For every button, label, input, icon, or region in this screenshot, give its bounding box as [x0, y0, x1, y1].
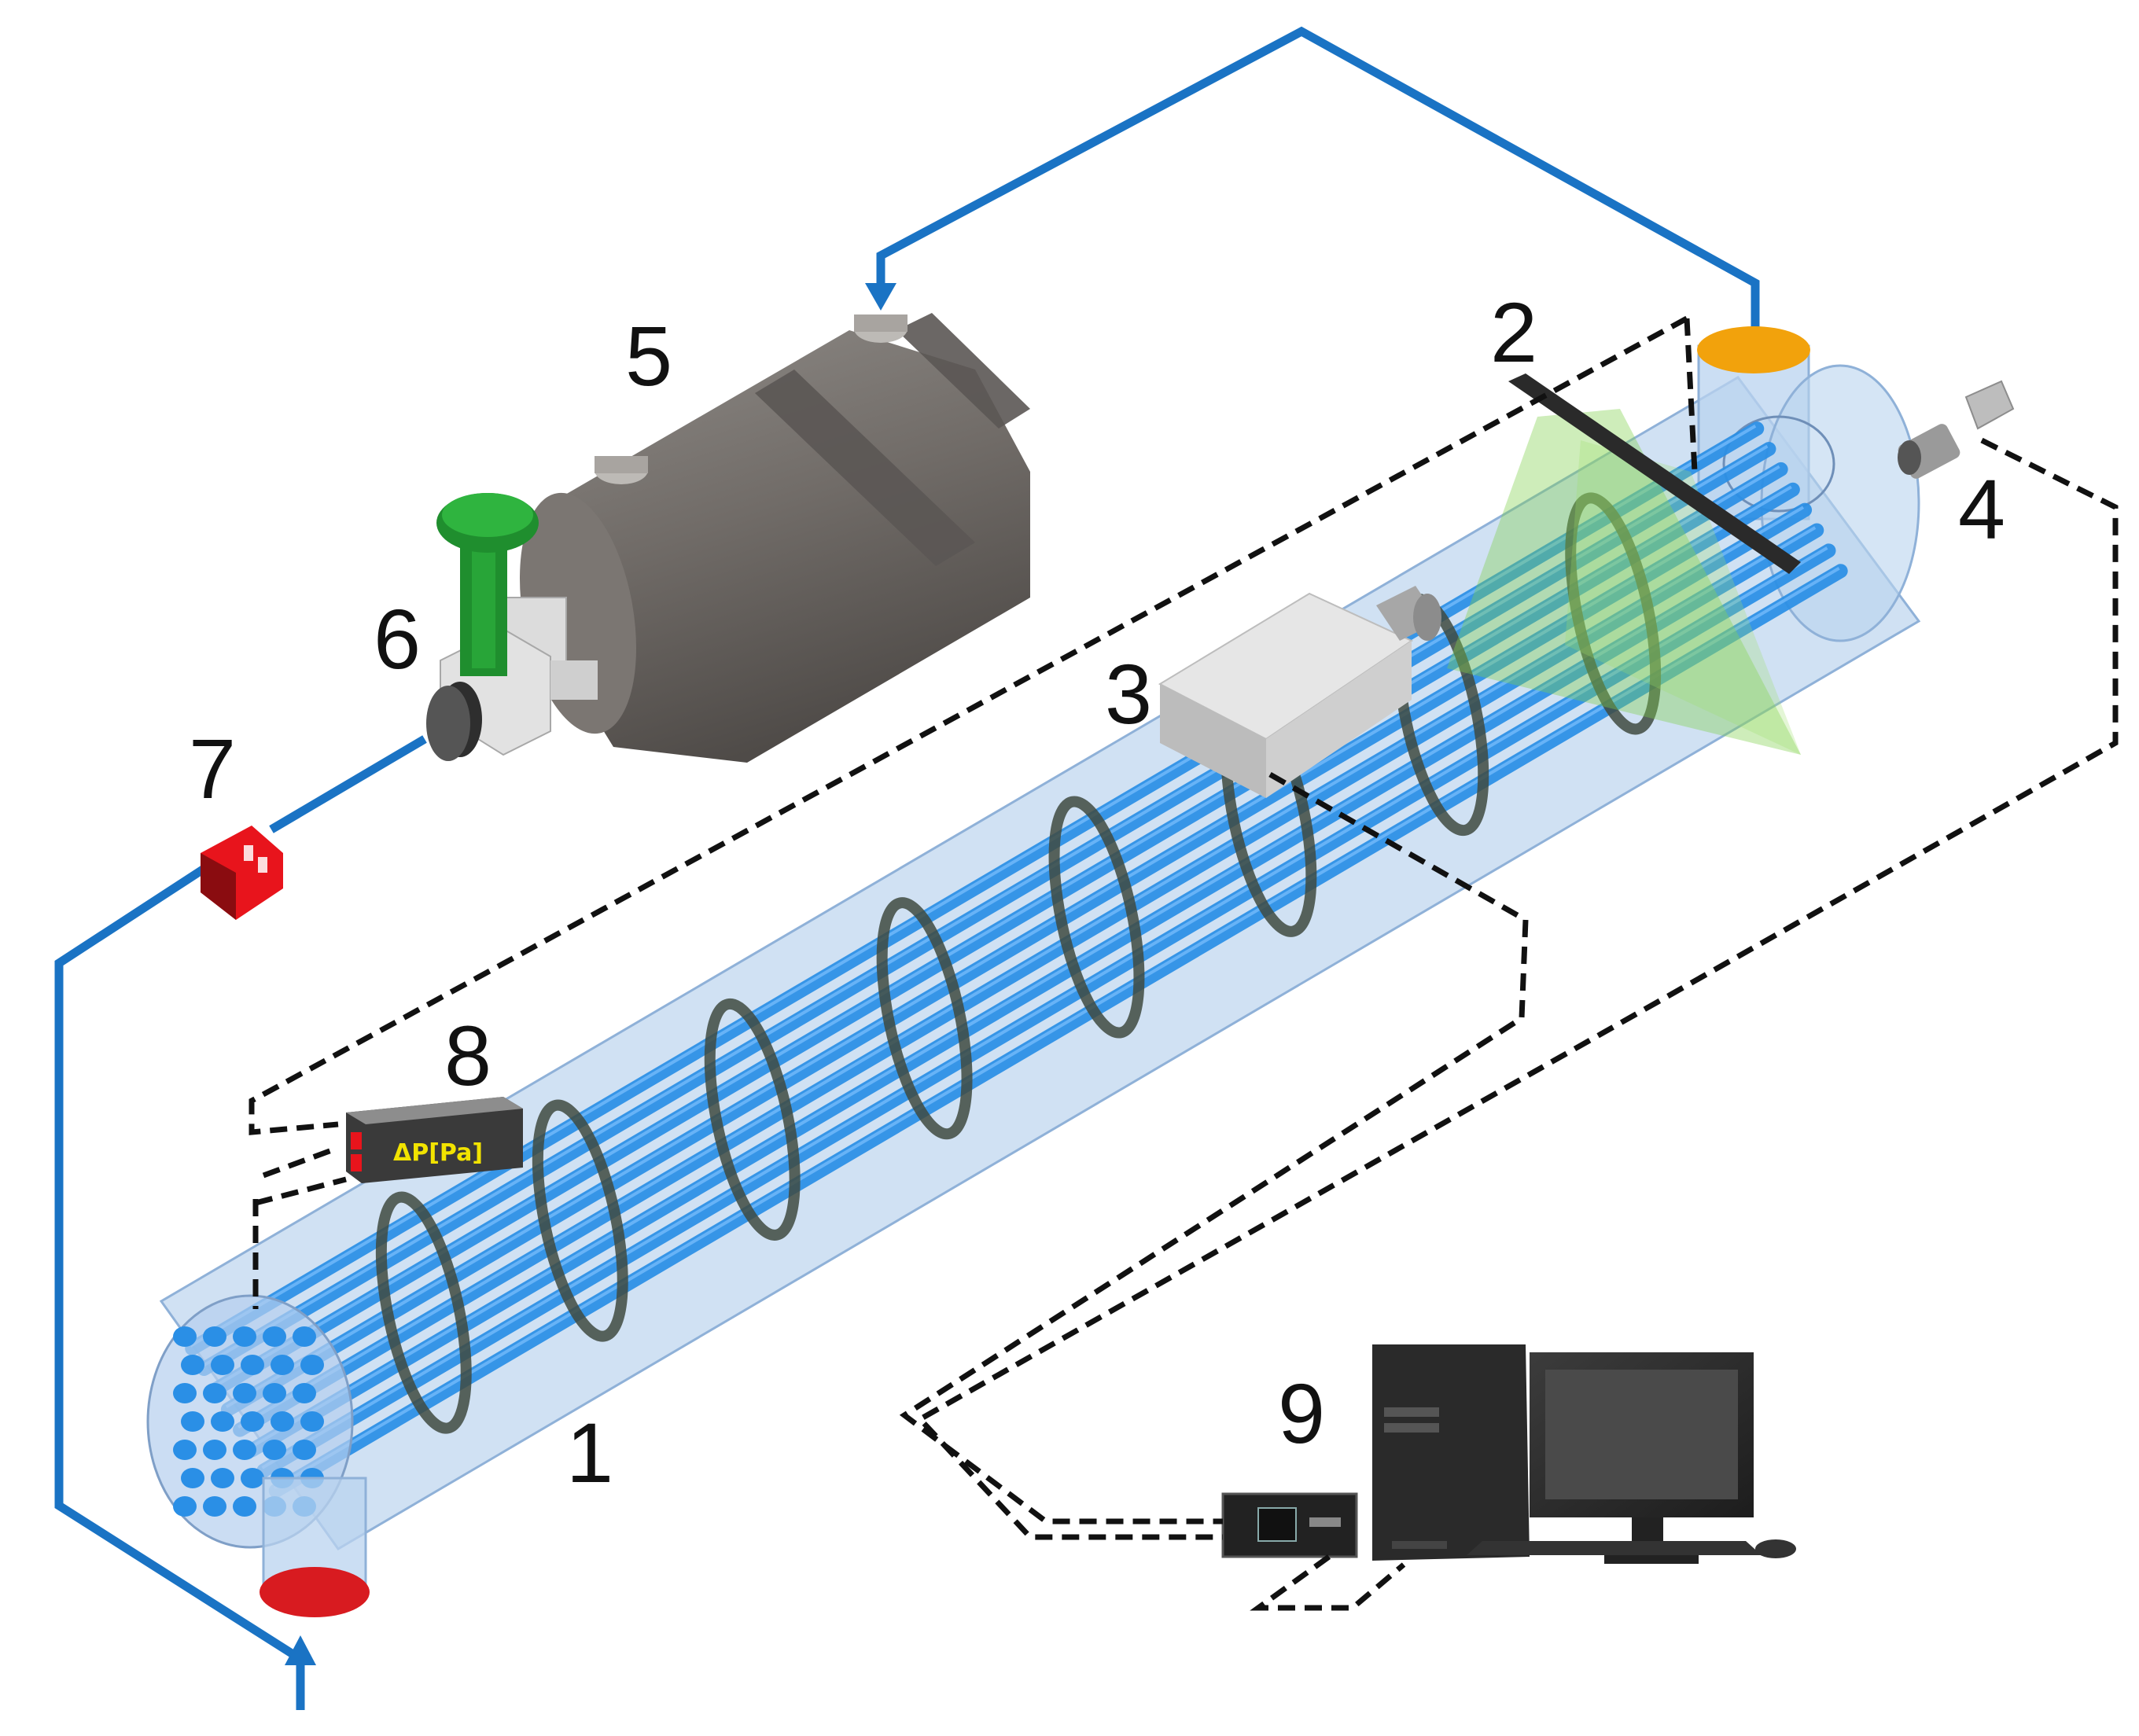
- tube: [197, 442, 1776, 1377]
- tube-end: [241, 1468, 264, 1488]
- high-speed-camera: [1158, 586, 1441, 798]
- tube-end: [271, 1411, 294, 1432]
- tube-end: [203, 1440, 226, 1460]
- tube-end: [241, 1355, 264, 1375]
- baffle: [375, 1191, 472, 1434]
- computer-tower: [1372, 1344, 1530, 1561]
- tube-end: [300, 1355, 324, 1375]
- tube-end: [233, 1496, 256, 1517]
- tube-end: [263, 1326, 286, 1347]
- label-3: 3: [1105, 646, 1152, 741]
- inlet-cap: [260, 1567, 370, 1617]
- baffle: [704, 998, 801, 1241]
- tube-end: [211, 1355, 234, 1375]
- label-9: 9: [1278, 1366, 1325, 1461]
- mouse: [1755, 1539, 1796, 1558]
- data-acquisition-system: [1221, 1344, 1796, 1564]
- tube: [220, 482, 1800, 1417]
- baffle: [1565, 492, 1662, 735]
- baffle: [532, 1099, 628, 1342]
- storage-tank: [519, 313, 1030, 763]
- tube-end: [173, 1326, 197, 1347]
- tube-end: [293, 1326, 316, 1347]
- laser-optic-plate: [1508, 373, 1801, 574]
- tank-inlet-arrow-icon: [865, 283, 896, 311]
- tube-end: [181, 1468, 204, 1488]
- tube-end: [203, 1383, 226, 1403]
- flow-meter: [201, 826, 283, 920]
- heat-exchanger: [146, 326, 1921, 1617]
- pressure-sensor: ΔP[Pa]: [346, 1097, 523, 1183]
- tube-highlight: [213, 465, 1780, 1388]
- tube-highlight: [261, 546, 1828, 1469]
- tube-end: [233, 1440, 256, 1460]
- tube-end: [181, 1355, 204, 1375]
- tube: [233, 502, 1813, 1437]
- camera-4: [1898, 380, 2015, 479]
- label-2: 2: [1490, 285, 1537, 380]
- label-6: 6: [374, 591, 421, 686]
- label-5: 5: [625, 308, 672, 403]
- tube-end: [233, 1326, 256, 1347]
- tube-highlight: [225, 485, 1792, 1409]
- tube: [268, 564, 1848, 1499]
- keyboard: [1467, 1541, 1762, 1555]
- pressure-sensor-display: ΔP[Pa]: [393, 1139, 483, 1167]
- laser-plane: [1447, 409, 1801, 755]
- label-7: 7: [189, 721, 236, 816]
- laser-plane-overlap: [1565, 440, 1801, 755]
- tube-end: [271, 1355, 294, 1375]
- tube-bundle: [185, 421, 1848, 1499]
- baffle: [1048, 796, 1145, 1039]
- tube-end: [173, 1383, 197, 1403]
- tube-end: [203, 1496, 226, 1517]
- tube: [185, 421, 1765, 1356]
- tube: [208, 462, 1788, 1396]
- tube-end: [263, 1440, 286, 1460]
- baffle: [876, 897, 973, 1140]
- tube-end: [293, 1440, 316, 1460]
- label-4: 4: [1958, 462, 2005, 557]
- label-8: 8: [444, 1008, 491, 1103]
- tube-highlight: [190, 425, 1757, 1348]
- tube-end: [241, 1411, 264, 1432]
- tube-end: [203, 1326, 226, 1347]
- outlet-opening: [1722, 415, 1835, 513]
- laser-sheet-unit: [1447, 373, 1801, 755]
- tube-highlight: [201, 444, 1769, 1368]
- tube-end: [233, 1383, 256, 1403]
- tube: [256, 543, 1836, 1478]
- outlet-cap: [1697, 326, 1810, 373]
- tube-end: [173, 1496, 197, 1517]
- tube-end: [211, 1411, 234, 1432]
- tube-end: [293, 1383, 316, 1403]
- tube-end: [263, 1383, 286, 1403]
- inlet-arrow-icon: [285, 1635, 316, 1665]
- flow-loop-pipe: [54, 26, 1760, 1710]
- tube-end: [173, 1440, 197, 1460]
- tube-highlight: [249, 526, 1817, 1449]
- tube: [245, 523, 1824, 1458]
- tube-highlight: [273, 567, 1840, 1490]
- tube-end: [300, 1411, 324, 1432]
- tube-end: [211, 1468, 234, 1488]
- label-1: 1: [566, 1405, 613, 1500]
- signal-wires: [249, 315, 2119, 1611]
- tube-end: [181, 1411, 204, 1432]
- tube-highlight: [237, 506, 1805, 1429]
- pump-valve: [426, 493, 598, 761]
